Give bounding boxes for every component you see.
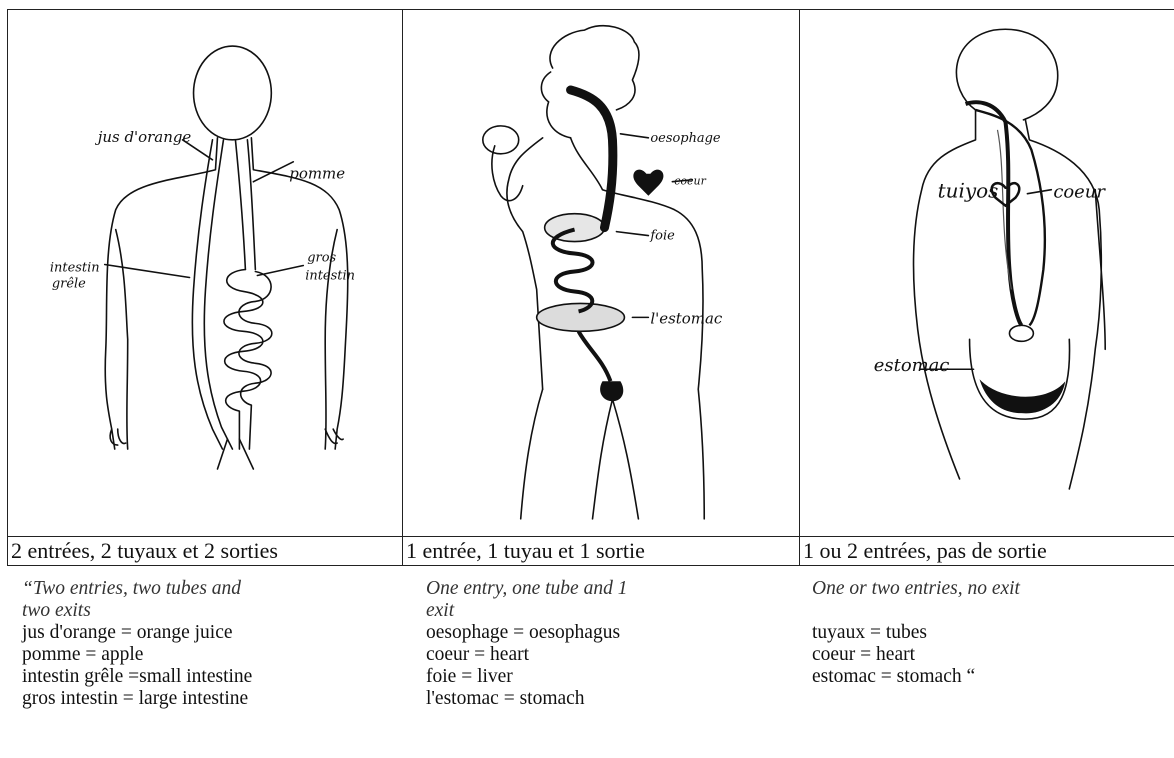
- label-heart: coeur: [674, 175, 706, 188]
- caption-one-entry: 1 entrée, 1 tuyau et 1 sortie: [406, 538, 645, 564]
- label-orange-juice: jus d'orange: [95, 128, 192, 146]
- head-outline: [194, 46, 272, 140]
- translation-line: foie = liver: [426, 666, 627, 688]
- drawings-table: jus d'orange pomme intestin grêle gros i…: [7, 9, 1174, 566]
- caption-two-entries: 2 entrées, 2 tuyaux et 2 sorties: [11, 538, 278, 564]
- label-stomach: estomac: [874, 355, 950, 376]
- translation-line: coeur = heart: [426, 644, 627, 666]
- translation-line: tuyaux = tubes: [812, 622, 1174, 644]
- translation-title-line2: exit: [426, 600, 627, 622]
- translation-title-line1: “Two entries, two tubes and: [22, 578, 252, 600]
- translation-title-line1: One or two entries, no exit: [812, 578, 1174, 600]
- label-tubes: tuiyos: [938, 179, 999, 203]
- translation-line: jus d'orange = orange juice: [22, 622, 252, 644]
- translation-line: intestin grêle =small intestine: [22, 666, 252, 688]
- translation-line: pomme = apple: [22, 644, 252, 666]
- label-heart: coeur: [1053, 182, 1106, 203]
- label-large-intestine-1: gros: [307, 251, 336, 266]
- label-liver: foie: [649, 229, 675, 244]
- translation-blank-line: [812, 600, 1174, 622]
- caption-cell-1: 2 entrées, 2 tuyaux et 2 sorties: [8, 537, 403, 566]
- label-apple: pomme: [289, 165, 345, 183]
- translation-line: l'estomac = stomach: [426, 688, 627, 710]
- translation-line: gros intestin = large intestine: [22, 688, 252, 710]
- body-drawing-one-tube: oesophage coeur foie l'estomac: [403, 10, 799, 536]
- caption-cell-2: 1 entrée, 1 tuyau et 1 sortie: [403, 537, 800, 566]
- body-drawing-no-exit: tuiyos coeur estomac: [800, 10, 1174, 536]
- drawing-cell-3: tuiyos coeur estomac: [800, 10, 1174, 537]
- translation-title-line2: two exits: [22, 600, 252, 622]
- caption-no-exit: 1 ou 2 entrées, pas de sortie: [803, 538, 1047, 564]
- label-oesophagus: oesophage: [650, 131, 721, 146]
- translation-line: oesophage = oesophagus: [426, 622, 627, 644]
- label-small-intestine-2: grêle: [52, 276, 86, 291]
- translation-panel-2: One entry, one tube and 1 exit oesophage…: [426, 578, 627, 710]
- translation-line: coeur = heart: [812, 644, 1174, 666]
- label-large-intestine-2: intestin: [305, 268, 355, 283]
- label-small-intestine-1: intestin: [50, 261, 100, 276]
- drawing-cell-1: jus d'orange pomme intestin grêle gros i…: [8, 10, 403, 537]
- translation-panel-1: “Two entries, two tubes and two exits ju…: [22, 578, 252, 710]
- caption-cell-3: 1 ou 2 entrées, pas de sortie: [800, 537, 1174, 566]
- label-stomach: l'estomac: [650, 309, 723, 327]
- body-drawing-two-tubes: jus d'orange pomme intestin grêle gros i…: [8, 10, 402, 536]
- translation-title-line1: One entry, one tube and 1: [426, 578, 627, 600]
- translation-panel-3: One or two entries, no exit tuyaux = tub…: [812, 578, 1174, 688]
- translation-line: estomac = stomach “: [812, 666, 1174, 688]
- drawing-cell-2: oesophage coeur foie l'estomac: [403, 10, 800, 537]
